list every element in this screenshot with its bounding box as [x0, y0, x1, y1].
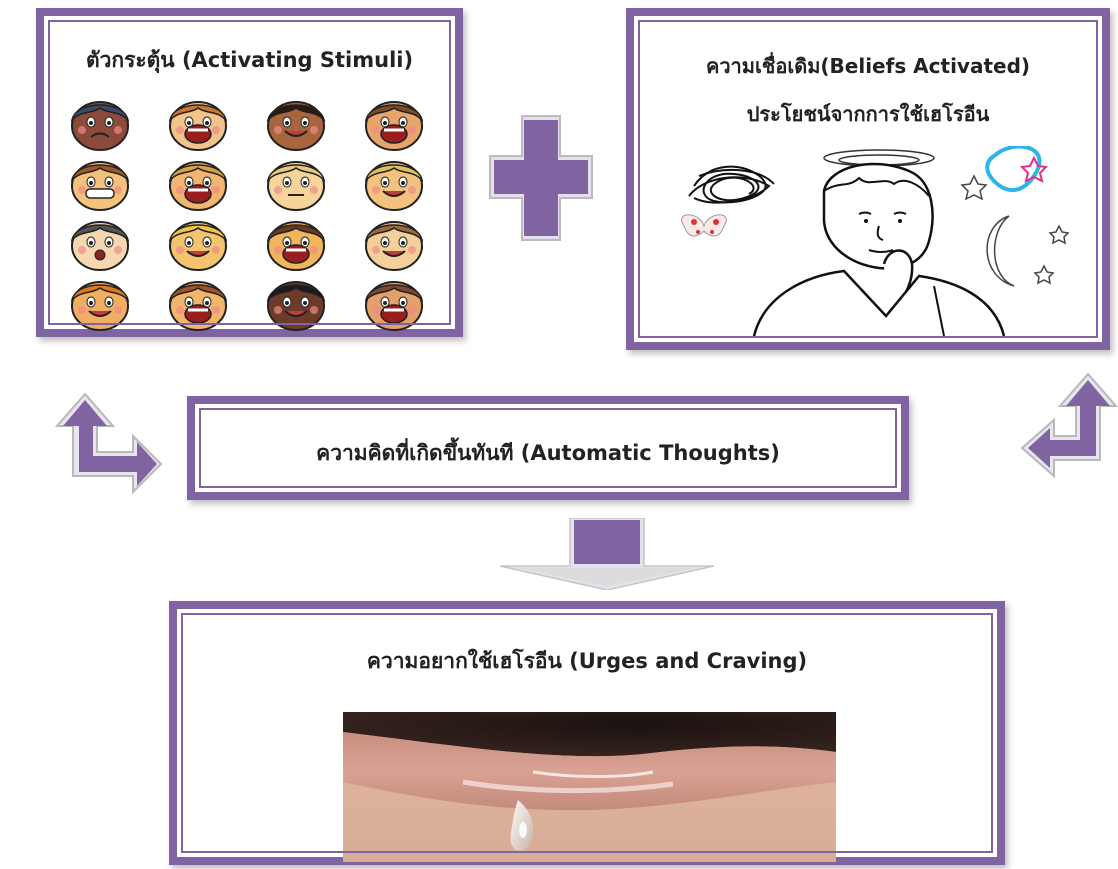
- cartoon-face-icon: [58, 154, 142, 212]
- butterfly-icon: [682, 215, 727, 236]
- cartoon-face-icon: [352, 154, 436, 212]
- cartoon-face-icon: [352, 214, 436, 272]
- cartoon-face-icon: [58, 214, 142, 272]
- cartoon-face-icon: [254, 214, 338, 272]
- down-arrow-icon: [498, 518, 716, 590]
- thinking-man-icon: [674, 146, 1074, 336]
- cartoon-face-icon: [156, 94, 240, 152]
- cartoon-face-icon: [352, 274, 436, 332]
- cartoon-face-icon: [156, 274, 240, 332]
- urges-craving-box: ความอยากใช้เฮโรอีน (Urges and Craving): [169, 601, 1005, 865]
- urges-craving-title: ความอยากใช้เฮโรอีน (Urges and Craving): [177, 645, 997, 678]
- cartoon-face-icon: [254, 274, 338, 332]
- plus-connector-icon: [486, 112, 596, 244]
- cartoon-faces-grid: [52, 94, 446, 332]
- cartoon-face-icon: [156, 214, 240, 272]
- activating-stimuli-box: ตัวกระตุ้น (Activating Stimuli): [36, 8, 463, 337]
- automatic-thoughts-box: ความคิดที่เกิดขึ้นทันที (Automatic Thoug…: [187, 396, 909, 500]
- lips-droplet-icon: [343, 712, 836, 862]
- cartoon-face-icon: [254, 94, 338, 152]
- beliefs-activated-box: ความเชื่อเดิม(Beliefs Activated) ประโยชน…: [626, 8, 1110, 350]
- cartoon-face-icon: [58, 274, 142, 332]
- beliefs-activated-title: ความเชื่อเดิม(Beliefs Activated): [634, 50, 1102, 82]
- cartoon-face-icon: [156, 154, 240, 212]
- cartoon-face-icon: [254, 154, 338, 212]
- activating-stimuli-title: ตัวกระตุ้น (Activating Stimuli): [44, 44, 455, 77]
- left-up-arrow-icon: [55, 390, 165, 500]
- right-up-arrow-icon: [1018, 370, 1118, 490]
- cartoon-face-icon: [352, 94, 436, 152]
- cartoon-face-icon: [58, 94, 142, 152]
- automatic-thoughts-title: ความคิดที่เกิดขึ้นทันที (Automatic Thoug…: [195, 437, 901, 470]
- beliefs-activated-subtitle: ประโยชน์จากการใช้เฮโรอีน: [634, 98, 1102, 130]
